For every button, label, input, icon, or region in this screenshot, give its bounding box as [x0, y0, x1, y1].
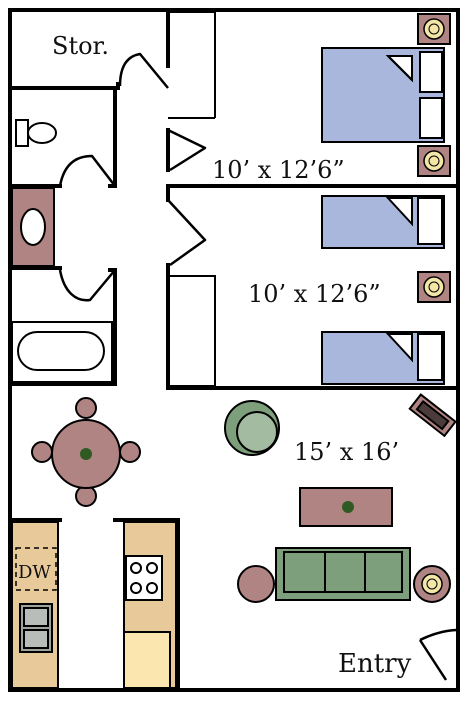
bedroom-1-dimensions: 10’ x 12’6” [212, 156, 345, 184]
lamp-icon [417, 13, 451, 45]
dishwasher-label: DW [18, 562, 51, 583]
tv-icon [408, 393, 457, 438]
refrigerator-icon [123, 631, 171, 689]
bed-icon [321, 47, 445, 143]
sink-icon [11, 187, 55, 267]
sofa-icon [275, 547, 411, 601]
sink-icon [19, 603, 53, 653]
coffee-table-icon [299, 487, 393, 527]
dining-table-icon [31, 397, 141, 507]
doors [58, 52, 459, 681]
storage-label: Stor. [52, 32, 109, 60]
closets [168, 11, 216, 387]
lamp-icon [413, 565, 451, 603]
side-table-icon [237, 565, 275, 603]
armchair-icon [224, 400, 280, 456]
bedroom-2-dimensions: 10’ x 12’6” [248, 280, 381, 308]
lamp-icon [417, 145, 451, 177]
walls [8, 8, 460, 692]
lamp-icon [417, 271, 451, 303]
bed-icon [321, 195, 445, 249]
bed-icon [321, 331, 445, 385]
toilet-icon [15, 119, 57, 147]
bathtub-icon [11, 321, 113, 383]
stove-icon [125, 555, 163, 601]
living-room-dimensions: 15’ x 16’ [294, 438, 399, 466]
dishwasher-icon: DW [15, 547, 57, 591]
entry-label: Entry [338, 649, 412, 679]
outer-wall [8, 8, 460, 692]
